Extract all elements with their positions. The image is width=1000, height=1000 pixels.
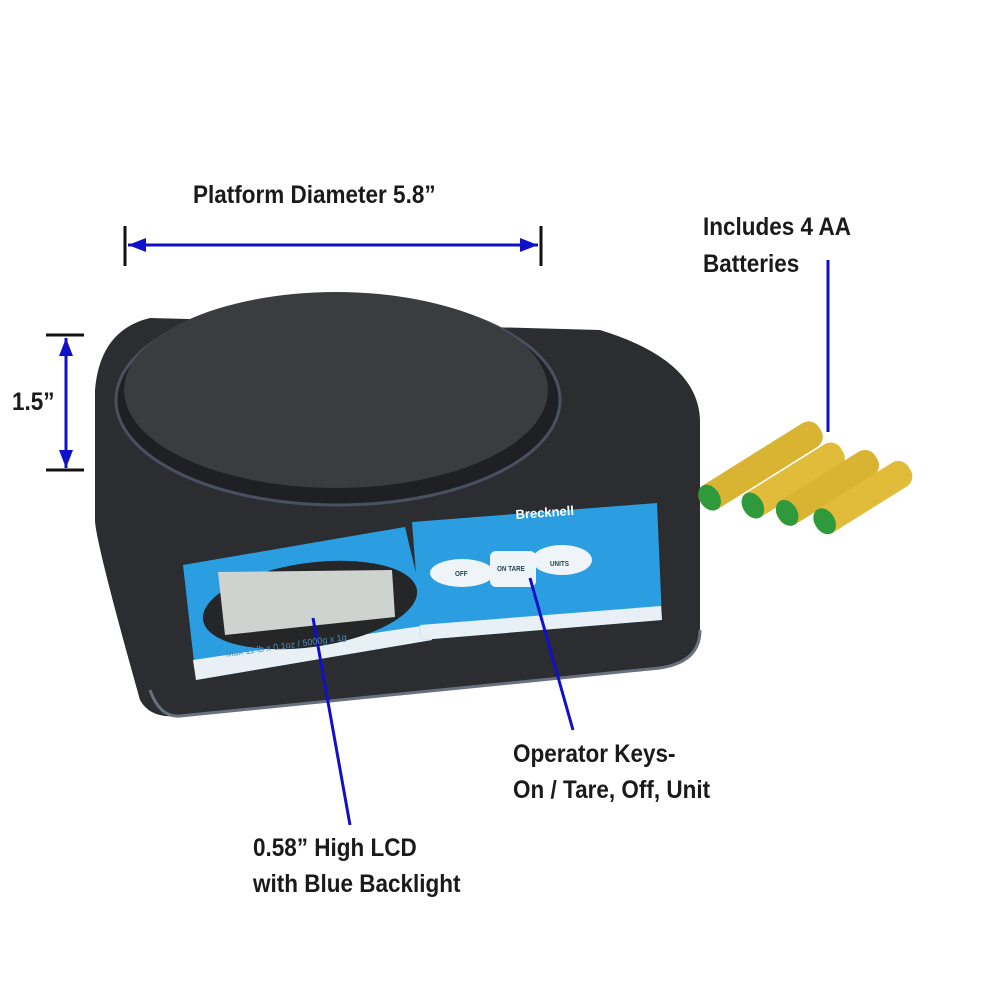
on-tare-key-label: ON TARE <box>497 566 525 573</box>
keypad-panel-strip <box>420 606 662 640</box>
batteries-label-line1: Includes 4 AA <box>703 213 851 241</box>
platform-diameter-label: Platform Diameter 5.8” <box>193 181 436 209</box>
height-dimension-arrow <box>46 333 84 472</box>
batteries-label-line2: Batteries <box>703 250 800 278</box>
keypad-panel <box>412 503 662 640</box>
display-panel-strip <box>193 625 432 680</box>
off-key[interactable] <box>430 559 494 587</box>
off-key-label: OFF <box>455 571 468 578</box>
keys-label-line1: Operator Keys- <box>513 740 676 768</box>
keys-pointer-line <box>528 577 575 731</box>
lcd-label-line1: 0.58” High LCD <box>253 834 417 862</box>
units-key-label: UNITS <box>550 561 569 568</box>
platform-dimension-arrow <box>123 226 543 266</box>
batteries <box>698 421 913 535</box>
lcd-label-line2: with Blue Backlight <box>253 870 461 898</box>
scale-body-edge <box>148 629 702 718</box>
units-key[interactable] <box>532 545 592 575</box>
weighing-platform <box>124 292 548 488</box>
lcd-pointer-line <box>311 617 352 826</box>
height-label: 1.5” <box>12 388 55 416</box>
lcd-screen <box>218 570 395 635</box>
on-tare-key[interactable] <box>490 551 536 587</box>
keys-label-line2: On / Tare, Off, Unit <box>513 776 711 804</box>
